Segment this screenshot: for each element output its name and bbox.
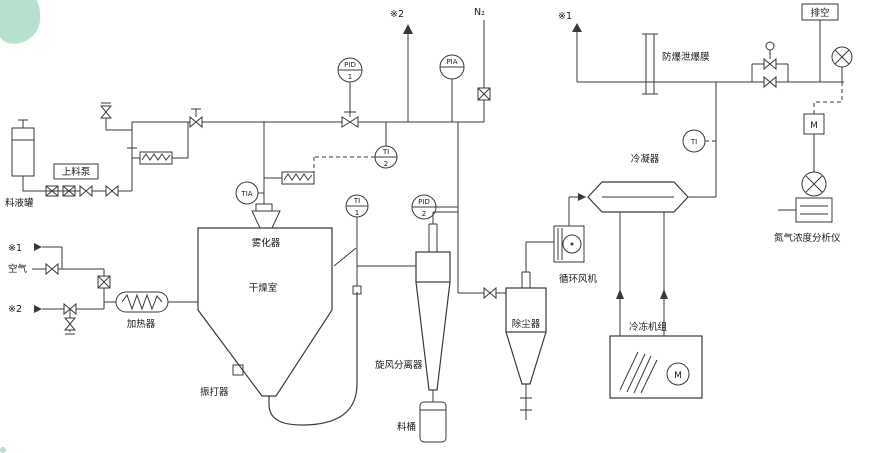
top-return-piping: M <box>572 20 853 223</box>
chiller-motor-circle <box>666 362 690 386</box>
valve-icon <box>63 302 71 316</box>
flow-arrow-icon <box>34 305 42 313</box>
flow-arrow-icon <box>572 23 582 32</box>
feed-pump-label: 上料泵 <box>62 166 91 178</box>
drying-chamber-label: 干燥室 <box>249 282 278 294</box>
chiller-unit: M <box>609 212 703 399</box>
feed-tank-label: 料液罐 <box>5 197 34 209</box>
heater-label: 加热器 <box>127 318 156 330</box>
flow-arrow-icon <box>660 289 668 299</box>
dust-collector-label: 除尘器 <box>512 318 541 330</box>
cyclone-label: 旋风分离器 <box>375 359 423 371</box>
air-piping <box>32 243 116 335</box>
vent-label: 排空 <box>810 7 829 19</box>
pid2-indicator: PID 2 <box>411 194 458 220</box>
pid2-tag: PID <box>418 198 430 206</box>
rapper-symbol <box>232 364 244 376</box>
circulation-fan <box>553 193 586 263</box>
motor-valve-label: M <box>810 121 818 131</box>
pia-tag: PIA <box>446 58 457 66</box>
valve-icon <box>483 286 491 300</box>
valve-icon <box>105 184 113 198</box>
powder-barrel <box>419 401 447 443</box>
ti1-indicator: TI 1 <box>345 194 369 218</box>
tia-indicator: TIA <box>235 181 264 205</box>
condenser <box>587 82 717 213</box>
pia-indicator: PIA <box>439 54 465 80</box>
control-valve-icon <box>341 116 351 128</box>
analyzer-label: 氮气浓度分析仪 <box>774 232 841 244</box>
valve-icon <box>79 184 87 198</box>
burst-disc-label: 防爆泄爆膜 <box>662 51 710 63</box>
dust-collector <box>505 241 554 420</box>
ref2-left-flag: ※2 <box>8 304 22 315</box>
valve-icon <box>763 75 771 89</box>
ti2-tag: TI <box>382 148 389 156</box>
actuator-icon <box>765 41 775 51</box>
valve-icon <box>189 115 197 129</box>
corner-decoration <box>0 0 41 44</box>
atomizer-body <box>255 203 273 212</box>
pid1-indicator: PID 1 <box>337 57 363 83</box>
ti2-indicator: TI 2 <box>374 145 398 169</box>
flow-arrow-icon <box>403 24 413 34</box>
sample-pump-icon <box>801 171 827 197</box>
flow-arrow-icon <box>578 193 586 201</box>
valve-icon <box>99 105 113 113</box>
air-label: 空气 <box>8 263 28 275</box>
ti1-num: 1 <box>355 209 359 217</box>
valve-icon <box>45 262 53 276</box>
pid1-num: 1 <box>348 73 352 81</box>
pid2-num: 2 <box>422 210 426 218</box>
outlet-duct <box>268 217 416 426</box>
ti3-indicator: TI <box>682 129 716 153</box>
ti2-num: 2 <box>384 160 388 168</box>
ref2-top-flag: ※2 <box>390 9 404 20</box>
circulation-fan-label: 循环风机 <box>559 273 598 285</box>
atomizer-label: 雾化器 <box>252 237 281 249</box>
powder-barrel-label: 料桶 <box>397 421 416 433</box>
valve-icon <box>63 317 77 325</box>
vent-label-box: 排空 <box>801 3 839 21</box>
nitrogen-label: N₂ <box>474 7 485 18</box>
ref1-top-flag: ※1 <box>558 11 572 22</box>
feed-tank <box>11 119 35 177</box>
ti1-tag: TI <box>353 197 360 205</box>
ti3-tag: TI <box>690 138 697 146</box>
tia-tag: TIA <box>240 190 252 198</box>
pid1-tag: PID <box>344 61 356 69</box>
cyclone <box>415 211 458 402</box>
additive-screw-feeder <box>281 171 315 185</box>
flow-arrow-icon <box>34 243 42 251</box>
valve-icon <box>763 57 771 71</box>
analyzer-body <box>795 197 833 223</box>
feed-pump-label-box: 上料泵 <box>53 163 99 180</box>
drying-chamber <box>197 122 357 397</box>
feed-piping <box>22 102 189 198</box>
rapper-label: 振打器 <box>200 386 229 398</box>
condenser-label: 冷凝器 <box>631 153 660 165</box>
corner-dot <box>0 447 6 453</box>
fan-icon <box>562 234 582 254</box>
chiller-motor-label: M <box>674 371 682 381</box>
heater <box>115 291 198 313</box>
chiller-label: 冷冻机组 <box>629 321 668 333</box>
ref1-left-flag: ※1 <box>8 243 22 254</box>
flow-arrow-icon <box>616 289 624 299</box>
